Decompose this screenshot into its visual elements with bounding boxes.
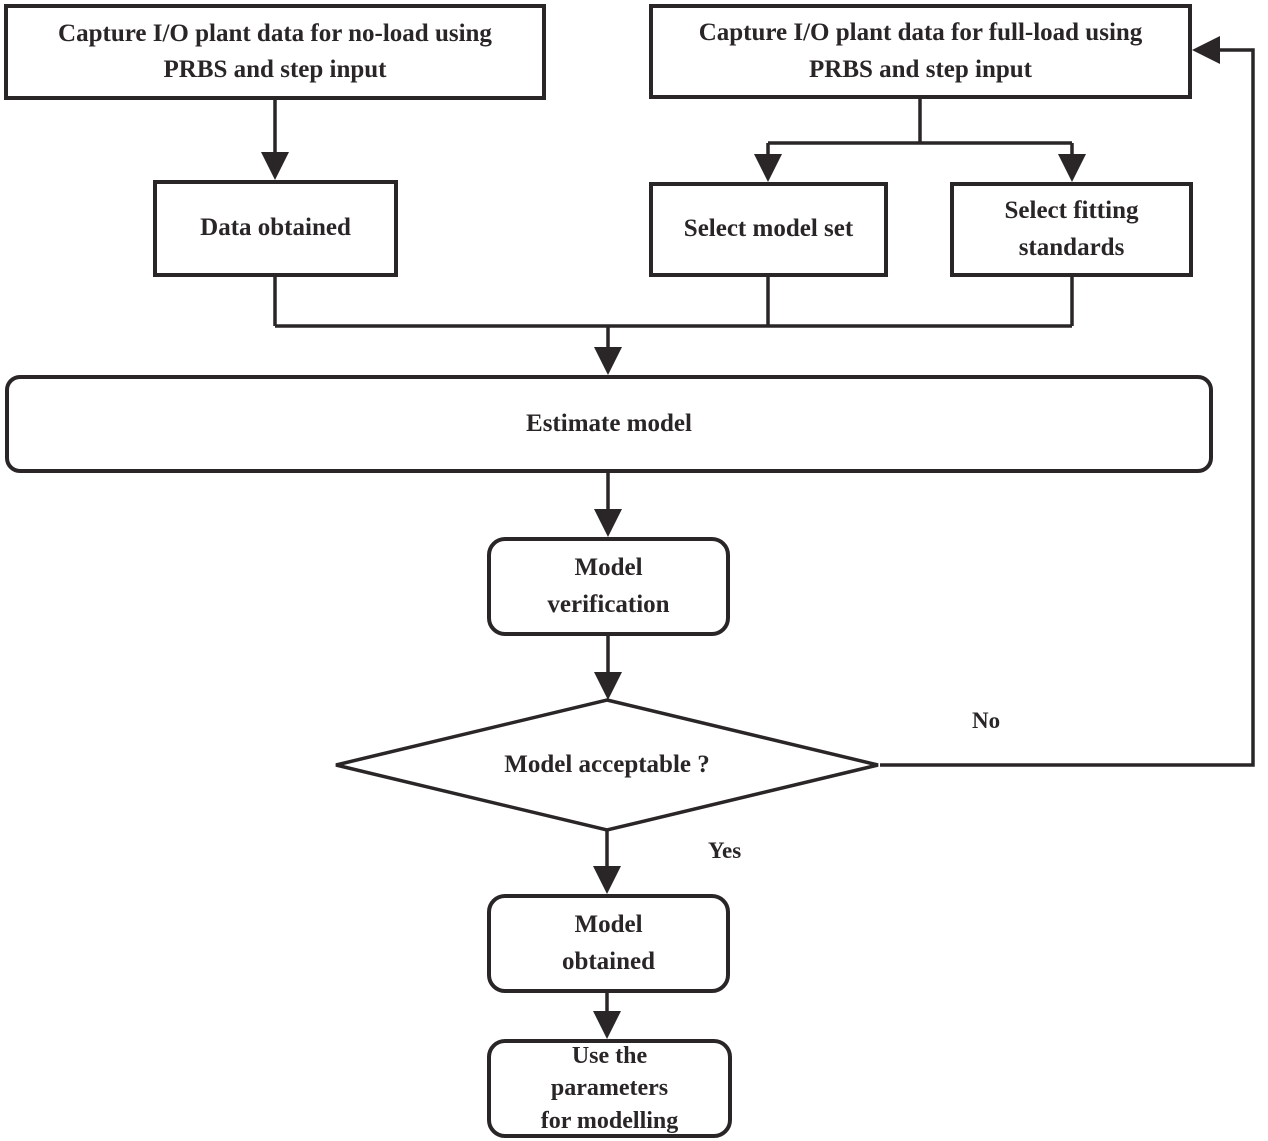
node-model-obtained-line1: Model bbox=[574, 911, 643, 939]
node-estimate-model-label: Estimate model bbox=[526, 409, 692, 437]
arrowhead-into-select-fitting bbox=[1058, 154, 1086, 182]
node-select-fitting-standards: Select fitting standards bbox=[950, 182, 1193, 277]
arrowhead-into-estimate bbox=[594, 347, 622, 375]
node-data-obtained: Data obtained bbox=[153, 180, 398, 277]
decision-diamond-shape bbox=[335, 698, 879, 832]
edge-no-feedback-loop bbox=[880, 48, 1255, 767]
arrowhead-into-decision bbox=[594, 672, 622, 700]
arrowhead-into-data-obtained bbox=[261, 152, 289, 180]
node-use-parameters: Use the parameters for modelling bbox=[487, 1039, 732, 1138]
edge-collector-to-estimate bbox=[273, 277, 1074, 367]
arrowhead-into-fullload-feedback bbox=[1192, 36, 1220, 64]
node-capture-full-load-line1: Capture I/O plant data for full-load usi… bbox=[698, 19, 1143, 47]
node-data-obtained-label: Data obtained bbox=[200, 214, 351, 242]
node-capture-no-load-line2: PRBS and step input bbox=[163, 56, 387, 83]
node-capture-full-load-line2: PRBS and step input bbox=[809, 55, 1032, 83]
node-capture-no-load: Capture I/O plant data for no-load using… bbox=[4, 4, 546, 100]
edge-fullload-split bbox=[766, 99, 1074, 174]
arrowhead-into-use-parameters bbox=[593, 1011, 621, 1039]
node-model-verification: Model verification bbox=[487, 537, 730, 636]
node-use-parameters-line2: parameters bbox=[550, 1075, 669, 1102]
node-estimate-model: Estimate model bbox=[5, 375, 1213, 473]
node-model-acceptable: Model acceptable ? bbox=[407, 740, 807, 790]
arrowhead-into-verification bbox=[594, 509, 622, 537]
node-use-parameters-line1: Use the bbox=[571, 1042, 648, 1069]
node-model-verification-line1: Model bbox=[574, 554, 643, 582]
node-model-acceptable-label: Model acceptable ? bbox=[504, 751, 710, 778]
node-capture-no-load-line1: Capture I/O plant data for no-load using bbox=[58, 19, 492, 47]
node-select-fitting-line1: Select fitting bbox=[1004, 197, 1139, 225]
node-model-obtained: Model obtained bbox=[487, 894, 730, 993]
node-model-obtained-line2: obtained bbox=[561, 947, 656, 975]
node-use-parameters-line3: for modelling bbox=[540, 1107, 679, 1134]
node-select-fitting-line2: standards bbox=[1018, 233, 1125, 261]
edge-label-yes: Yes bbox=[708, 838, 742, 863]
node-model-verification-line2: verification bbox=[547, 590, 670, 618]
node-select-model-set: Select model set bbox=[649, 182, 888, 277]
arrowhead-into-obtained bbox=[593, 866, 621, 894]
node-select-model-set-label: Select model set bbox=[683, 215, 854, 243]
edge-label-no: No bbox=[972, 708, 1001, 733]
node-capture-full-load: Capture I/O plant data for full-load usi… bbox=[649, 4, 1192, 99]
arrowhead-into-select-model bbox=[754, 154, 782, 182]
